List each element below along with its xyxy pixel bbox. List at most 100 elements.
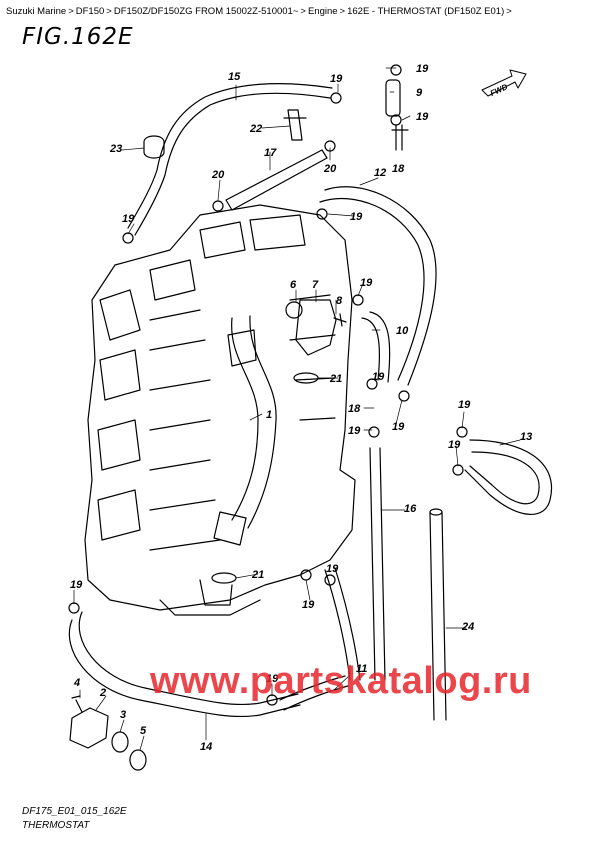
callout-20: 20: [323, 163, 337, 175]
clamp-19: [330, 92, 342, 104]
callout-7: 7: [312, 279, 319, 291]
callout-2: 2: [99, 687, 106, 699]
callout-6: 6: [290, 279, 297, 291]
cover-2: [69, 707, 109, 749]
leader-lines: [73, 67, 521, 751]
callout-19: 19: [416, 63, 429, 75]
callout-19: 19: [458, 399, 471, 411]
callout-21: 21: [329, 373, 342, 385]
clamp-19: [68, 602, 80, 614]
callout-19: 19: [302, 599, 315, 611]
hose-15-inner: [127, 83, 333, 229]
thermostat-6: [285, 301, 303, 319]
bolt-4: [71, 695, 83, 713]
hose-12: [324, 186, 437, 386]
hose-10: [361, 311, 391, 383]
callout-21: 21: [251, 569, 264, 581]
figure-code: DF175_E01_015_162E: [22, 806, 127, 817]
callout-19: 19: [266, 673, 279, 685]
clamp-19: [368, 426, 380, 438]
callout-19: 19: [448, 439, 461, 451]
callout-19: 19: [326, 563, 339, 575]
callout-17: 17: [264, 147, 277, 159]
callout-11: 11: [356, 663, 367, 675]
hose-1-clamp-bottom: [213, 511, 247, 546]
clamp-19: [324, 574, 336, 586]
clamp-21: [293, 372, 319, 384]
hose-24: [429, 511, 447, 721]
callout-19: 19: [392, 421, 405, 433]
callout-19: 19: [350, 211, 363, 223]
callout-19: 19: [372, 371, 385, 383]
breadcrumb-item-model[interactable]: DF150Z/DF150ZG FROM 15002Z-510001~: [113, 6, 299, 17]
clip-22: [283, 109, 307, 141]
breadcrumb-item-engine[interactable]: Engine: [307, 6, 338, 17]
clamp-19: [390, 64, 402, 76]
callout-10: 10: [396, 325, 409, 337]
clamp-19: [452, 464, 464, 476]
hose-15: [134, 92, 331, 236]
breadcrumb-separator: >: [106, 6, 112, 17]
bolt-8: [333, 313, 347, 327]
callout-12: 12: [374, 167, 386, 179]
clamp-19: [352, 294, 364, 306]
hose-14-inner: [78, 611, 299, 706]
clamp-19: [456, 426, 468, 438]
engine-block: [84, 204, 356, 611]
clamp-21: [211, 572, 237, 584]
callout-18: 18: [392, 163, 405, 175]
breadcrumb-item-suzuki-marine[interactable]: Suzuki Marine: [6, 6, 67, 17]
clamp-19: [398, 390, 410, 402]
hose-17: [225, 149, 328, 211]
callout-15: 15: [228, 71, 241, 83]
o-ring-3: [111, 731, 129, 753]
hose-1-outer: [247, 315, 277, 529]
clamp-19: [366, 378, 378, 390]
breadcrumb-separator: >: [339, 6, 346, 17]
callout-5: 5: [140, 725, 147, 737]
callout-22: 22: [249, 123, 262, 135]
clamp-19: [316, 208, 328, 220]
callout-8: 8: [336, 295, 343, 307]
callout-24: 24: [461, 621, 474, 633]
clamp-19: [122, 232, 134, 244]
callout-19: 19: [70, 579, 83, 591]
thermostat-5: [129, 749, 147, 771]
breadcrumb: Suzuki Marine>DF150>DF150Z/DF150ZG FROM …: [6, 6, 514, 17]
engine-base: [159, 579, 261, 616]
clamp-20: [212, 200, 224, 212]
callout-19: 19: [360, 277, 373, 289]
engine-block-ribs: [149, 294, 336, 551]
fwd-label: FWD: [489, 82, 510, 98]
callout-19: 19: [348, 425, 361, 437]
pipe-bottom: [324, 567, 361, 681]
callout-14: 14: [200, 741, 212, 753]
callout-18: 18: [348, 403, 361, 415]
callout-20: 20: [211, 169, 225, 181]
fwd-arrow: [481, 69, 527, 97]
hose-1-clamp-top: [227, 329, 257, 367]
hose-13: [464, 439, 553, 515]
engine-block-detail: [97, 214, 306, 541]
callout-19: 19: [330, 73, 343, 85]
callout-9: 9: [416, 87, 423, 99]
thermostat-housing-7: [295, 299, 337, 356]
hose-24-top: [429, 508, 443, 516]
hose-13-inner: [469, 451, 540, 505]
callout-16: 16: [404, 503, 417, 515]
breadcrumb-item-thermostat[interactable]: 162E - THERMOSTAT (DF150Z E01): [347, 6, 505, 17]
hose-16: [369, 447, 386, 681]
watermark: www.partskatalog.ru: [150, 660, 532, 702]
breadcrumb-separator: >: [68, 6, 74, 17]
figure-title: FIG.162E: [22, 24, 134, 50]
clamp-19: [390, 114, 402, 126]
breadcrumb-item-df150[interactable]: DF150: [75, 6, 105, 17]
figure-name: THERMOSTAT: [22, 820, 90, 831]
callout-4: 4: [73, 677, 80, 689]
breadcrumb-separator: >: [506, 6, 512, 17]
hose-11: [279, 675, 349, 711]
breadcrumb-separator: >: [300, 6, 306, 17]
callout-13: 13: [520, 431, 532, 443]
connector-18-top: [391, 124, 409, 151]
callout-19: 19: [122, 213, 135, 225]
